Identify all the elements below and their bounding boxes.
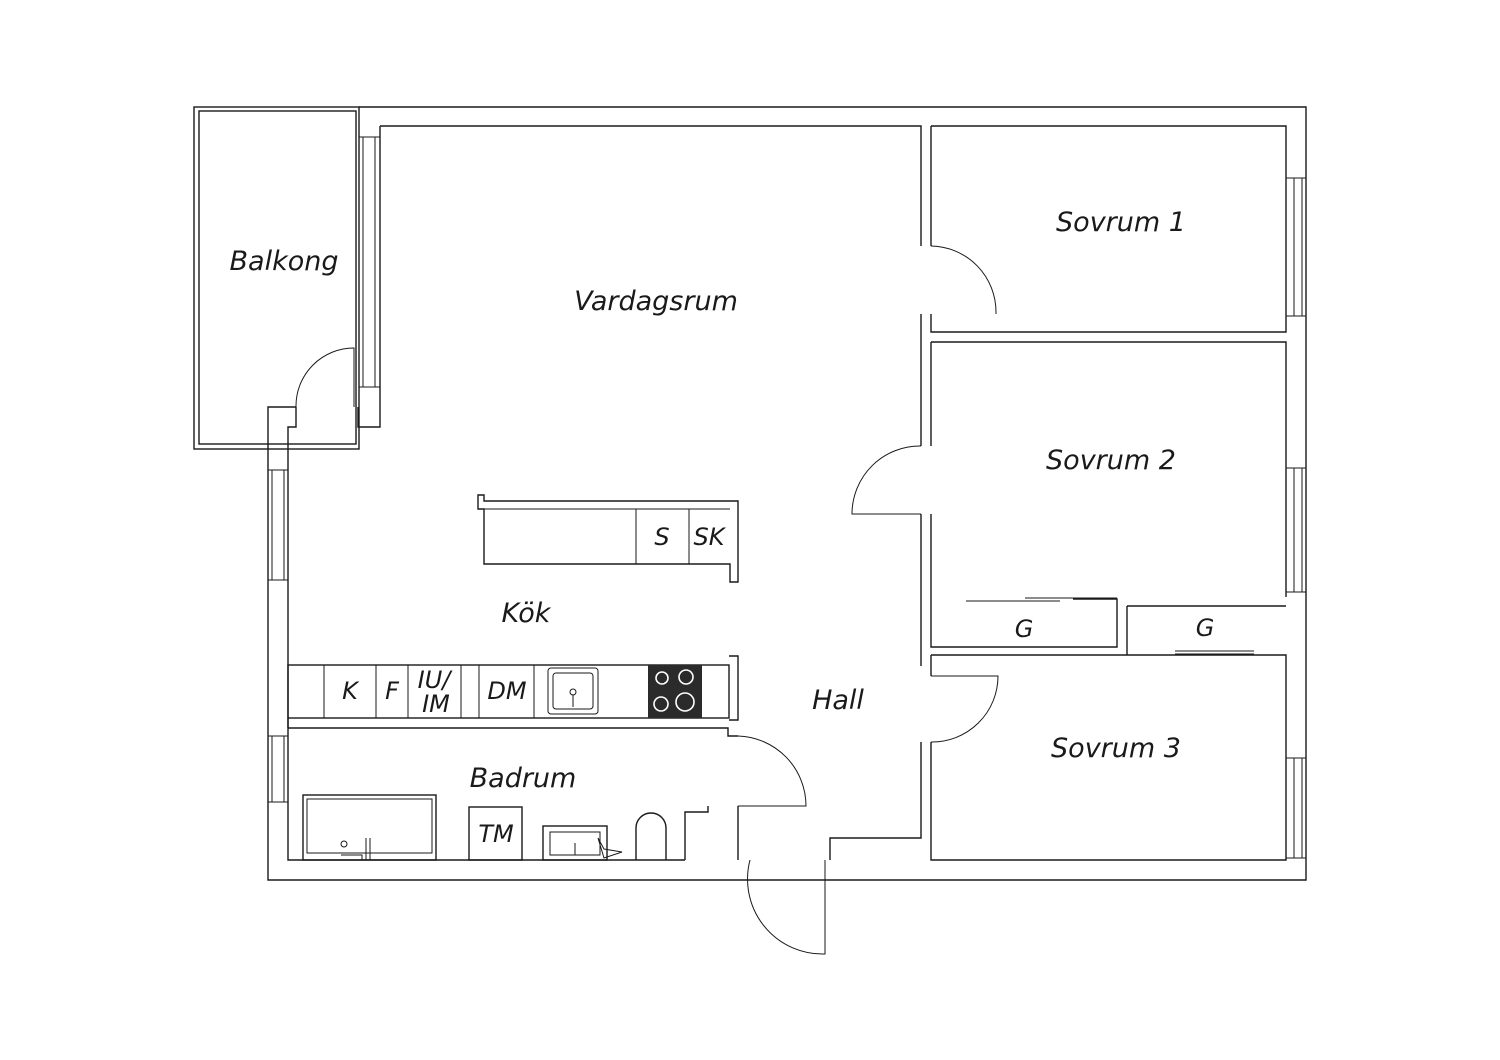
bathroom-sink xyxy=(542,825,608,861)
fixture-label-im: IM xyxy=(422,690,450,718)
right-windows xyxy=(1286,177,1306,859)
room-label-sovrum-1: Sovrum 1 xyxy=(1056,207,1186,238)
kitchen-island xyxy=(477,494,739,583)
fixture-label-tm: TM xyxy=(478,820,514,848)
fixture-label-f: F xyxy=(385,677,400,705)
fixture-label-sk: SK xyxy=(694,523,727,551)
room-label-vardagsrum: Vardagsrum xyxy=(574,286,738,317)
fixture-label-dm: DM xyxy=(487,677,526,705)
room-label-kok: Kök xyxy=(502,598,552,629)
kitchen-sink xyxy=(547,667,599,715)
room-label-balkong: Balkong xyxy=(230,246,339,277)
fixture-label-s: S xyxy=(654,523,669,551)
bedroom-1-walls xyxy=(930,125,1287,333)
outer-wall xyxy=(267,106,1307,881)
kitchen-counter xyxy=(287,655,739,721)
wardrobe-slide-1 xyxy=(966,597,1117,602)
room-label-sovrum-3: Sovrum 3 xyxy=(1051,733,1181,764)
bedroom-3-walls xyxy=(930,654,1287,861)
doors xyxy=(295,245,999,955)
room-label-hall: Hall xyxy=(812,685,864,716)
wardrobe-slide-2 xyxy=(1175,650,1254,655)
fixture-label-iu: IU/ xyxy=(418,666,454,694)
bedroom-2-walls xyxy=(930,341,1287,655)
living-room-wall xyxy=(287,126,685,861)
toilet xyxy=(635,812,667,860)
fixture-label-k: K xyxy=(342,677,360,705)
left-windows xyxy=(268,469,288,803)
inner-wall xyxy=(380,125,922,860)
balcony xyxy=(193,106,360,450)
room-label-sovrum-2: Sovrum 2 xyxy=(1046,445,1176,476)
bathroom-fixtures xyxy=(302,794,667,861)
room-label-badrum: Badrum xyxy=(470,763,577,794)
fixture-label-wardrobe-2: G xyxy=(1196,614,1215,642)
balcony-window xyxy=(359,136,380,388)
fixture-label-wardrobe-1: G xyxy=(1015,615,1034,643)
bathroom-walls xyxy=(287,718,738,860)
washing-machine xyxy=(468,806,523,861)
